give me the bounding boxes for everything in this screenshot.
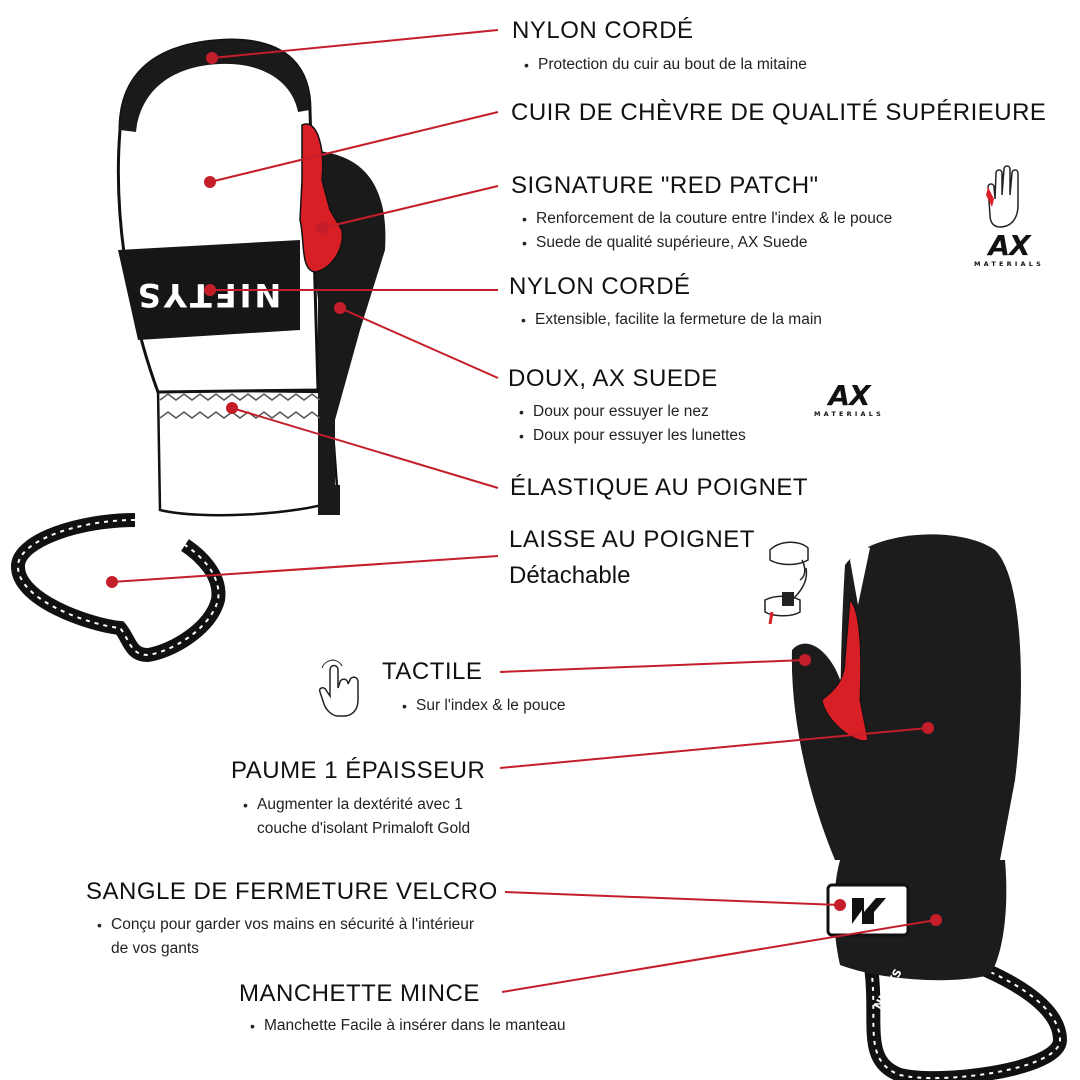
callout-bullet: Renforcement de la couture entre l'index… [520,207,892,231]
callout-bullet: Doux pour essuyer le nez [517,400,746,424]
palm-red-patch [821,598,869,742]
red-patch [299,123,344,273]
callout-heading-palm: PAUME 1 ÉPAISSEUR [231,757,486,784]
callout-bullets-cuff: Manchette Facile à insérer dans le mante… [248,1014,566,1038]
ax-logo-mark: AX [988,229,1030,262]
callout-heading-wrist-leash: LAISSE AU POIGNET [509,526,755,553]
leader-lines [106,29,942,993]
mitten-tip-nylon [120,40,310,132]
velcro-tab-side [318,485,340,515]
callout-bullet: Manchette Facile à insérer dans le mante… [248,1014,566,1038]
callout-bullets-touch: Sur l'index & le pouce [400,694,565,718]
callout-subline-detachable: Détachable [509,562,631,589]
callout-bullet: Protection du cuir au bout de la mitaine [522,53,807,77]
ax-materials-logo: AX MATERIALS [808,379,890,419]
mitten-cuff [156,388,340,517]
callout-bullet: Conçu pour garder vos mains en sécurité … [95,913,475,961]
callout-heading-wrist-elastic: ÉLASTIQUE AU POIGNET [510,474,809,501]
callout-heading-touch: TACTILE [382,658,483,685]
wrist-leash-loop [11,513,226,663]
palm-mitten-body [840,534,1021,860]
ax-logo-word: MATERIALS [974,260,1044,268]
callout-heading-cuff: MANCHETTE MINCE [239,980,480,1007]
callout-heading-red-patch: SIGNATURE "RED PATCH" [511,172,819,199]
callout-bullet: Suede de qualité supérieure, AX Suede [520,231,892,255]
callout-bullets-velcro: Conçu pour garder vos mains en sécurité … [95,913,475,961]
callout-heading-nylon-stretch: NYLON CORDÉ [509,273,691,300]
callout-bullet: Sur l'index & le pouce [400,694,565,718]
hand-red-patch-icon [986,165,1019,228]
callout-heading-nylon-tip: NYLON CORDÉ [512,17,694,44]
ax-logo-word: MATERIALS [814,410,884,418]
ax-materials-logo: AX MATERIALS [968,229,1050,269]
touch-finger-icon [318,659,359,717]
callout-bullets-red-patch: Renforcement de la couture entre l'index… [520,207,892,255]
ax-logo-mark: AX [828,379,870,412]
callout-bullet: Augmenter la dextérité avec 1 couche d'i… [241,793,511,841]
wrist-elastic [159,393,321,401]
callout-bullet: Doux pour essuyer les lunettes [517,424,746,448]
callout-bullets-ax-suede: Doux pour essuyer le nez Doux pour essuy… [517,400,746,448]
callout-bullet: Extensible, facilite la fermeture de la … [519,308,822,332]
callout-heading-goat-leather: CUIR DE CHÈVRE DE QUALITÉ SUPÉRIEURE [511,99,1047,126]
mitten-palm-view: NIFTYS [791,534,1068,1080]
callout-heading-ax-suede: DOUX, AX SUEDE [508,365,718,392]
wrist-leash-icon [764,541,809,625]
callout-heading-velcro: SANGLE DE FERMETURE VELCRO [86,878,498,905]
mitten-back-view: NIFTYS [11,38,386,663]
callout-bullets-nylon-tip: Protection du cuir au bout de la mitaine [522,53,807,77]
palm-thumb [791,643,870,860]
callout-bullets-palm: Augmenter la dextérité avec 1 couche d'i… [241,793,511,841]
callout-bullets-nylon-stretch: Extensible, facilite la fermeture de la … [519,308,822,332]
